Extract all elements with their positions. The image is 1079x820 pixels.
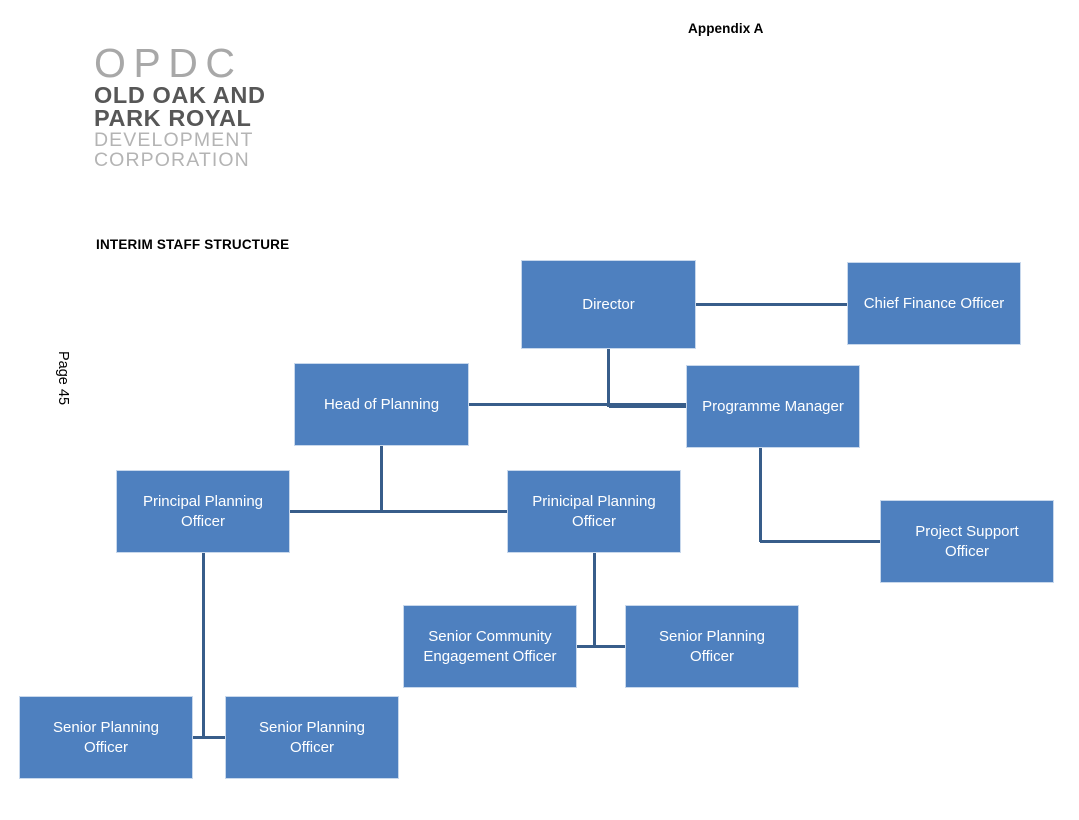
appendix-label: Appendix A — [688, 21, 764, 36]
org-node-ppo-right[interactable]: Prinicipal Planning Officer — [507, 470, 681, 553]
org-node-spo-bl2[interactable]: Senior Planning Officer — [225, 696, 399, 779]
org-node-label: Project Support Officer — [915, 522, 1019, 560]
org-node-label: Programme Manager — [702, 397, 844, 415]
connector-line — [608, 405, 686, 408]
connector-line — [577, 645, 625, 648]
org-node-cfo[interactable]: Chief Finance Officer — [847, 262, 1021, 345]
connector-line — [201, 553, 205, 738]
connector-line — [696, 303, 847, 306]
org-node-sceo[interactable]: Senior Community Engagement Officer — [403, 605, 577, 688]
connector-line — [758, 448, 762, 542]
org-node-label: Senior Community Engagement Officer — [423, 627, 557, 665]
logo-line-corporation: CORPORATION — [94, 149, 250, 171]
org-node-label: Senior Planning Officer — [659, 627, 765, 665]
connector-line — [380, 446, 383, 512]
org-node-label: Head of Planning — [323, 395, 440, 413]
org-node-label: Director — [582, 295, 635, 313]
connector-line — [193, 736, 225, 739]
logo-line-old-oak-and: OLD OAK AND — [94, 82, 266, 108]
org-node-spo-mid[interactable]: Senior Planning Officer — [625, 605, 799, 688]
connector-line — [607, 349, 610, 407]
connector-line — [760, 540, 880, 543]
org-node-label: Senior Planning Officer — [259, 718, 365, 756]
connector-line — [290, 510, 507, 513]
org-node-pso[interactable]: Project Support Officer — [880, 500, 1054, 583]
org-node-head[interactable]: Head of Planning — [294, 363, 469, 446]
connector-line — [469, 403, 686, 406]
org-node-director[interactable]: Director — [521, 260, 696, 349]
org-node-ppo-left[interactable]: Principal Planning Officer — [116, 470, 290, 553]
org-node-label: Senior Planning Officer — [53, 718, 159, 756]
org-node-progmgr[interactable]: Programme Manager — [686, 365, 860, 448]
logo-acronym: OPDC — [94, 40, 243, 86]
logo-line-park-royal: PARK ROYAL — [94, 105, 252, 131]
org-node-label: Chief Finance Officer — [863, 294, 1005, 312]
org-node-spo-bl[interactable]: Senior Planning Officer — [19, 696, 193, 779]
opdc-logo: OPDC OLD OAK AND PARK ROYAL DEVELOPMENT … — [94, 42, 324, 170]
org-node-label: Prinicipal Planning Officer — [532, 492, 656, 530]
org-node-label: Principal Planning Officer — [142, 492, 264, 530]
page-title: INTERIM STAFF STRUCTURE — [96, 237, 290, 252]
connector-line — [592, 553, 596, 647]
logo-line-development: DEVELOPMENT — [94, 129, 254, 151]
